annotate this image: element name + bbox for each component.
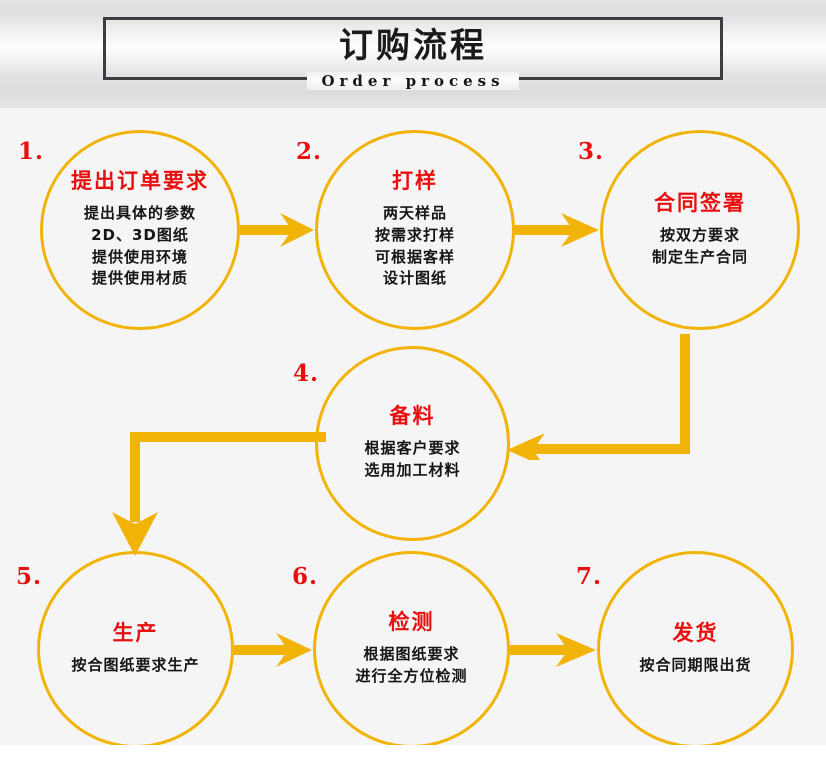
arrow-step4-to-step5 [100,410,330,560]
step-line: 提供使用材质 [91,269,188,288]
step-line: 按双方要求 [659,225,740,244]
step-line: 设计图纸 [382,269,447,288]
step-line: 可根据客样 [374,247,455,266]
step-body-1: 提出具体的参数 2D、3D图纸 提供使用环境 提供使用材质 [84,203,196,290]
step-line: 选用加工材料 [364,461,461,480]
step-node-5[interactable]: 生产 按合图纸要求生产 [37,551,234,748]
step-number-5: 5. [16,563,43,590]
step-line: 两天样品 [382,204,447,223]
step-line: 制定生产合同 [651,247,748,266]
step-line: 提出具体的参数 [83,204,196,223]
step-title-4: 备料 [389,404,436,429]
step-node-2[interactable]: 打样 两天样品 按需求打样 可根据客样 设计图纸 [315,130,515,330]
step-body-3: 按双方要求 制定生产合同 [652,225,748,269]
step-body-2: 两天样品 按需求打样 可根据客样 设计图纸 [375,203,455,290]
step-line: 根据图纸要求 [363,645,460,664]
step-line: 提供使用环境 [91,247,188,266]
step-title-3: 合同签署 [654,190,746,215]
step-body-5: 按合图纸要求生产 [71,655,199,677]
step-body-4: 根据客户要求 选用加工材料 [364,438,460,482]
step-title-2: 打样 [392,168,438,193]
step-body-6: 根据图纸要求 进行全方位检测 [355,644,467,688]
page-subtitle: Order process [307,72,519,90]
step-body-7: 按合同期限出货 [639,655,751,677]
step-node-6[interactable]: 检测 根据图纸要求 进行全方位检测 [313,551,510,748]
step-line: 按合图纸要求生产 [71,656,200,675]
arrow-step5-to-step6 [234,625,316,675]
step-line: 按合同期限出货 [639,656,752,675]
step-line: 进行全方位检测 [355,667,468,686]
step-node-3[interactable]: 合同签署 按双方要求 制定生产合同 [600,130,800,330]
step-title-6: 检测 [388,610,435,635]
step-number-6: 6. [292,563,319,590]
arrow-step2-to-step3 [515,205,603,255]
step-number-2: 2. [296,138,323,165]
step-line: 2D、3D图纸 [91,225,189,244]
arrow-step1-to-step2 [240,205,318,255]
header-subtitle-wrap: Order process [0,68,826,94]
step-line: 按需求打样 [374,225,455,244]
step-number-1: 1. [18,138,45,165]
arrow-step3-to-step4 [505,330,715,460]
arrow-step6-to-step7 [510,625,600,675]
flow-area: 提出订单要求 提出具体的参数 2D、3D图纸 提供使用环境 提供使用材质 1. … [0,108,826,748]
page-title: 订购流程 [339,26,487,66]
step-number-3: 3. [578,138,605,165]
step-line: 根据客户要求 [364,439,461,458]
step-node-4[interactable]: 备料 根据客户要求 选用加工材料 [315,346,510,541]
header-band: 订购流程 Order process [0,0,826,108]
bottom-margin [0,745,826,767]
step-title-1: 提出订单要求 [71,168,209,193]
step-number-7: 7. [576,563,603,590]
step-title-7: 发货 [672,621,719,646]
step-title-5: 生产 [112,621,159,646]
step-number-4: 4. [293,360,320,387]
step-node-1[interactable]: 提出订单要求 提出具体的参数 2D、3D图纸 提供使用环境 提供使用材质 [40,130,240,330]
step-node-7[interactable]: 发货 按合同期限出货 [597,551,794,748]
